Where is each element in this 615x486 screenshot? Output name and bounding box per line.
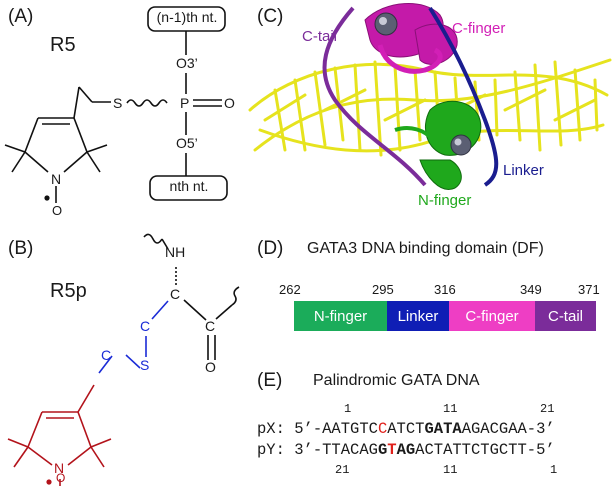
o3-label: O3’ <box>176 55 198 71</box>
panel-d-title: GATA3 DNA binding domain (DF) <box>307 240 544 257</box>
sequence-py: pY: 3’-TTACAGGTAGACTATTCTGCTT-5’ <box>257 441 555 459</box>
radical-dot-red <box>46 479 52 485</box>
r5-structure <box>4 6 228 203</box>
py-prefix: 3’-TTACAG <box>294 441 378 459</box>
linker-ribbon <box>428 6 499 187</box>
boundary-262: 262 <box>279 282 301 297</box>
top-number-1: 1 <box>344 402 352 416</box>
px-name: pX: <box>257 420 285 438</box>
bottom-number-21: 21 <box>335 463 350 477</box>
radical-dot <box>44 195 50 201</box>
zinc-atom-n <box>450 134 472 156</box>
panel-b-name: R5p <box>50 280 87 302</box>
nh-label: NH <box>165 244 186 260</box>
px-suffix: AGACGAA-3’ <box>461 420 555 438</box>
py-bold-g: G <box>377 441 388 459</box>
r5p-structure <box>7 233 240 486</box>
py-name: pY: <box>257 441 285 459</box>
nitrogen-label: N <box>51 171 62 187</box>
panel-d-label: (D) <box>257 238 284 259</box>
domain-bar: N-finger Linker C-finger C-tail <box>294 301 596 331</box>
box-bottom-label: nth nt. <box>169 178 209 194</box>
panel-a-label: (A) <box>8 6 34 27</box>
boundary-316: 316 <box>434 282 456 297</box>
nitrogen-b-label: N <box>54 460 65 476</box>
box-top-label: (n-1)th nt. <box>156 9 218 25</box>
py-bold-ag: AG <box>396 441 416 459</box>
px-gata-motif: GATA <box>424 420 462 438</box>
sequence-px: pX: 5’-AATGTCCATCTGATAAGACGAA-3’ <box>257 420 555 438</box>
c-finger-label: C-finger <box>452 20 506 37</box>
c-beta-label: C <box>140 318 151 334</box>
panel-e-label: (E) <box>257 370 283 391</box>
n-finger-label: N-finger <box>418 192 472 209</box>
panel-a-name: R5 <box>50 34 76 56</box>
segment-c-finger: C-finger <box>449 301 535 331</box>
py-suffix: ACTATTCTGCTT-5’ <box>415 441 555 459</box>
segment-c-tail: C-tail <box>535 301 596 331</box>
boundary-349: 349 <box>520 282 542 297</box>
c-tail-ribbon <box>322 6 427 187</box>
sulfur-b-label: S <box>140 357 150 373</box>
px-mid: ATCT <box>387 420 425 438</box>
nitroxide-o-b-label: O <box>56 471 66 485</box>
box-n-nt <box>149 175 228 201</box>
panel-c-label: (C) <box>257 6 284 27</box>
px-red-base: C <box>377 420 388 438</box>
panel-b-label: (B) <box>8 238 34 259</box>
nitroxide-o-label: O <box>52 203 63 218</box>
zinc-atom-c <box>374 12 398 36</box>
c-ring-label: C <box>101 347 112 363</box>
carbonyl-o-label: O <box>205 359 216 375</box>
panel-e-title: Palindromic GATA DNA <box>313 372 480 389</box>
segment-n-finger: N-finger <box>294 301 387 331</box>
protein-dna-structure <box>248 3 612 190</box>
c-tail-label: C-tail <box>302 28 338 45</box>
top-number-11: 11 <box>443 402 458 416</box>
px-prefix: 5’-AATGTC <box>294 420 378 438</box>
phosphorus-label: P <box>180 95 190 111</box>
oxygen-label: O <box>224 95 235 111</box>
o5-label: O5’ <box>176 135 198 151</box>
py-bold-red-t: T <box>387 441 397 459</box>
boundary-371: 371 <box>578 282 600 297</box>
boundary-295: 295 <box>372 282 394 297</box>
top-number-21: 21 <box>540 402 555 416</box>
c-alpha-label: C <box>170 286 181 302</box>
segment-linker: Linker <box>387 301 449 331</box>
bottom-number-11: 11 <box>443 463 458 477</box>
bottom-number-1: 1 <box>550 463 558 477</box>
c-carbonyl-label: C <box>205 318 216 334</box>
c-finger-ribbon <box>364 3 458 74</box>
sulfur-label: S <box>113 95 123 111</box>
linker-label: Linker <box>503 162 544 179</box>
